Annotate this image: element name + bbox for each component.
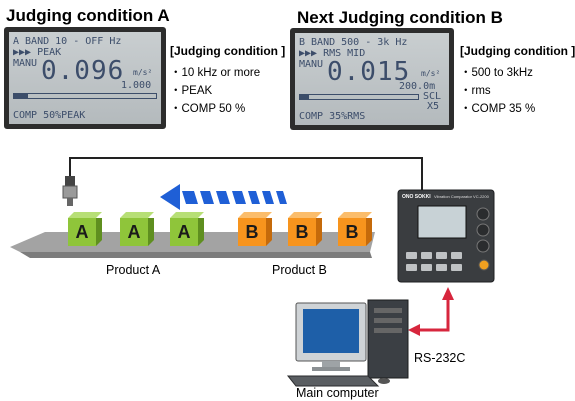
product-a-cube: A — [68, 212, 102, 246]
lcd-b-scl: SCL — [423, 91, 442, 102]
lcd-b-level-fill — [300, 95, 310, 99]
device-button[interactable] — [421, 252, 432, 259]
product-a-label: Product A — [106, 263, 161, 277]
device-button[interactable] — [436, 264, 447, 271]
lcd-a-level-fill — [14, 94, 29, 98]
product-a-cube: A — [120, 212, 154, 246]
lcd-a-band: A BAND 10 - OFF Hz — [13, 36, 122, 47]
product-b-letter: B — [338, 218, 366, 246]
monitor-stand — [322, 361, 340, 367]
lcd-a-level-bar — [13, 93, 157, 99]
lcd-a-mode: ▶▶▶ PEAK — [13, 47, 62, 58]
product-a-cube: A — [170, 212, 204, 246]
device-button[interactable] — [421, 264, 432, 271]
device-brand: ONO SOKKI — [402, 194, 431, 200]
product-a-letter: A — [68, 218, 96, 246]
lcd-b-level-bar — [299, 94, 419, 100]
flow-arrow-stripes — [182, 191, 287, 204]
product-b-cube: B — [288, 212, 322, 246]
condition-a-spec-item: ・PEAK — [170, 85, 213, 97]
device-knob-icon — [476, 223, 490, 237]
lcd-b-limit: 200.0m — [399, 81, 436, 92]
lcd-a-value: 0.096 — [41, 56, 125, 86]
lcd-display-b: B BAND 500 - 3k Hz ▶▶▶ RMS MID MANU 0.01… — [290, 28, 454, 130]
condition-b-title: Next Judging condition B — [297, 8, 503, 27]
device-indicator-icon — [478, 259, 490, 271]
vibration-sensor-body — [62, 185, 78, 199]
sensor-cable — [69, 157, 423, 192]
condition-b-spec-item: ・rms — [460, 85, 491, 97]
rs232c-arrow-left — [408, 324, 420, 336]
computer-screen — [303, 309, 359, 353]
lcd-b-unit: m/s² — [421, 69, 441, 78]
computer-mouse — [378, 378, 390, 384]
device-button[interactable] — [406, 252, 417, 259]
lcd-a-manu: MANU — [13, 58, 38, 69]
condition-b-spec-item: ・COMP 35 % — [460, 103, 536, 115]
lcd-b-x5: X5 — [427, 101, 440, 112]
device-button[interactable] — [451, 264, 462, 271]
device-button[interactable] — [451, 252, 462, 259]
lcd-b-band: B BAND 500 - 3k Hz — [299, 37, 408, 48]
flow-arrow-head — [160, 184, 180, 210]
rs232c-arrow-up — [442, 287, 454, 300]
lcd-display-a: A BAND 10 - OFF Hz ▶▶▶ PEAK MANU 0.096 m… — [4, 27, 166, 129]
lcd-b-mode: ▶▶▶ RMS MID — [299, 48, 366, 59]
rs232c-label: RS-232C — [414, 351, 466, 365]
drive-bay — [374, 318, 402, 323]
vibration-sensor-tip — [67, 198, 73, 206]
drive-bay — [374, 308, 402, 313]
device-button[interactable] — [436, 252, 447, 259]
lcd-b-manu: MANU — [299, 59, 324, 70]
product-b-label: Product B — [272, 263, 327, 277]
device-model: Vibration Comparator VC-2200 — [434, 194, 489, 199]
lcd-a-limit: 1.000 — [121, 80, 152, 91]
condition-b-spec-item: ・500 to 3kHz — [460, 67, 533, 79]
product-b-letter: B — [288, 218, 316, 246]
device-knob-icon — [476, 239, 490, 253]
device-button[interactable] — [406, 264, 417, 271]
product-a-letter: A — [170, 218, 198, 246]
computer-keyboard — [286, 375, 380, 387]
lcd-b-comp: COMP 35%RMS — [299, 111, 366, 122]
product-a-letter: A — [120, 218, 148, 246]
condition-a-spec-item: ・10 kHz or more — [170, 67, 261, 79]
lcd-b-value: 0.015 — [327, 57, 411, 87]
condition-a-title: Judging condition A — [6, 6, 170, 25]
condition-a-spec-title: [Judging condition ] — [170, 44, 286, 58]
drive-bay — [374, 328, 402, 333]
rs232c-link — [420, 300, 450, 332]
device-knob-icon — [476, 207, 490, 221]
main-computer-label: Main computer — [296, 386, 379, 400]
condition-b-spec-title: [Judging condition ] — [460, 44, 575, 58]
condition-a-spec-item: ・COMP 50 % — [170, 103, 246, 115]
lcd-a-comp: COMP 50%PEAK — [13, 110, 86, 121]
monitor-base — [312, 367, 350, 371]
product-b-cube: B — [338, 212, 372, 246]
device-lcd-screen — [417, 205, 467, 239]
vibration-sensor — [65, 176, 75, 186]
product-b-letter: B — [238, 218, 266, 246]
lcd-a-unit: m/s² — [133, 68, 153, 77]
conveyor-belt-edge — [20, 252, 372, 258]
product-b-cube: B — [238, 212, 272, 246]
